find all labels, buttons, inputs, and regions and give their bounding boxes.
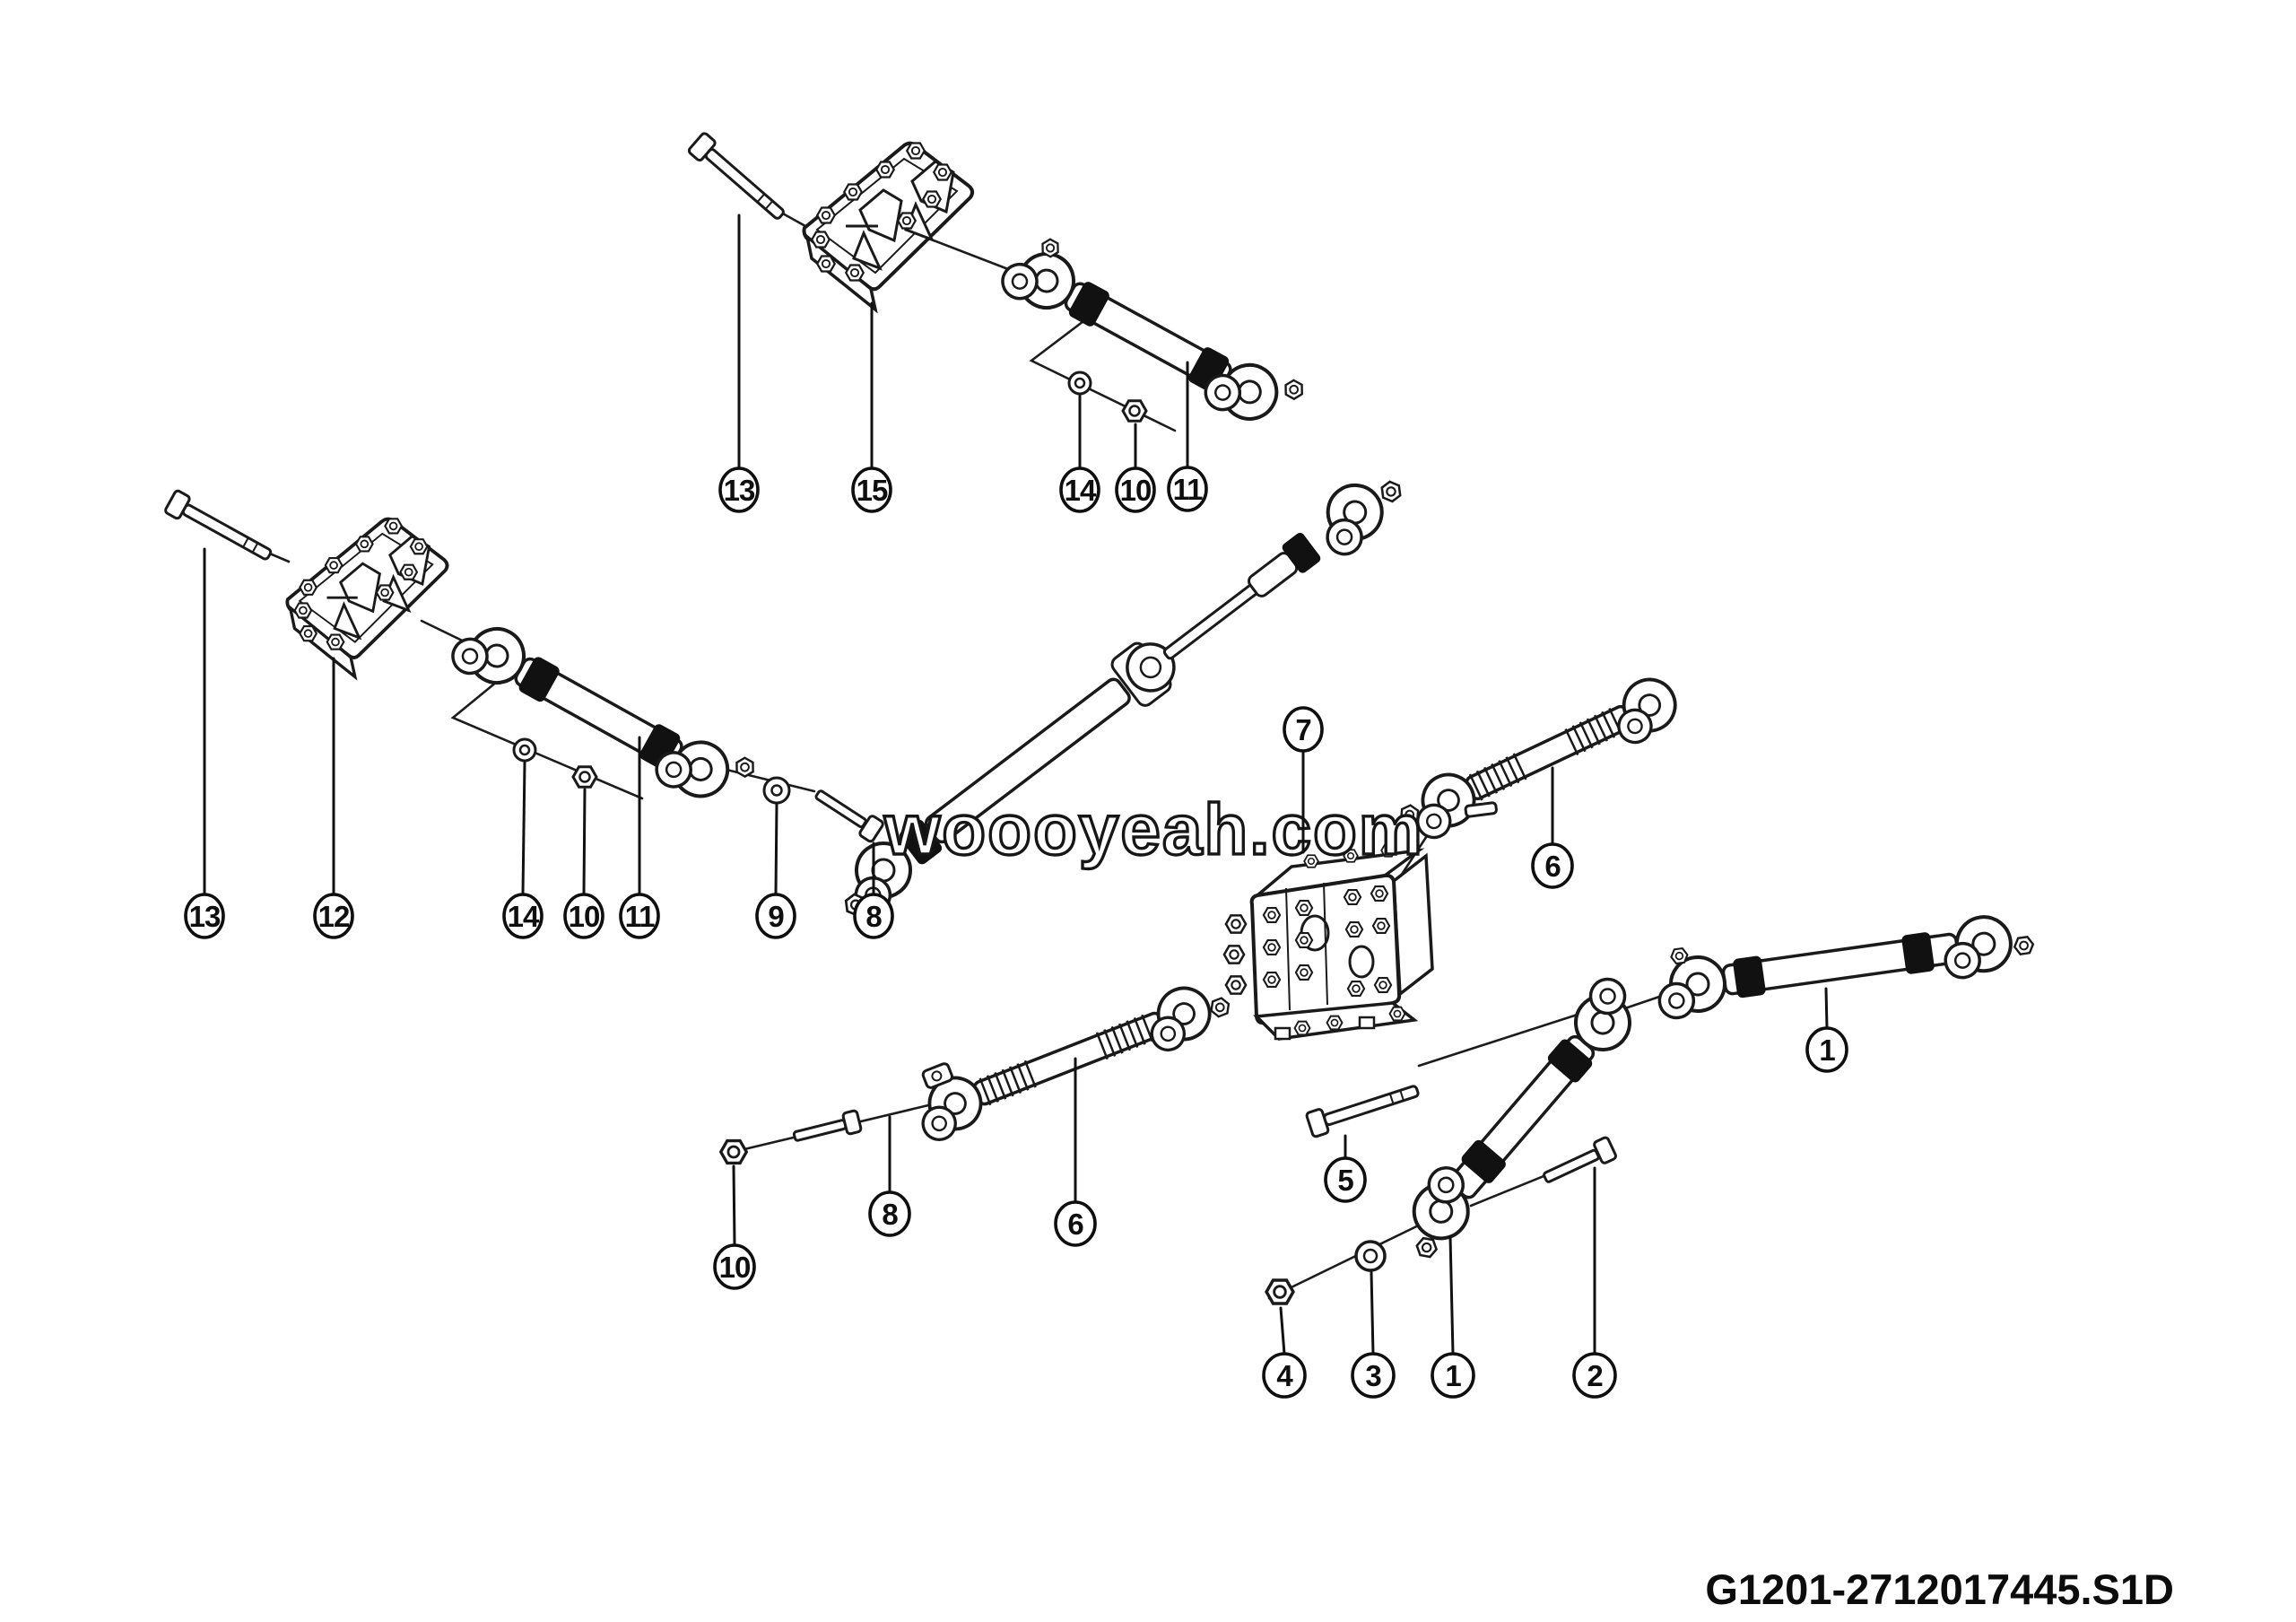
callout-11-left: 11 <box>619 893 660 939</box>
svg-text:8: 8 <box>882 1198 898 1231</box>
callout-10-top: 10 <box>1115 467 1156 513</box>
svg-text:4: 4 <box>1276 1359 1293 1392</box>
svg-text:14: 14 <box>1065 474 1097 507</box>
torque-rod-11-left <box>445 610 759 811</box>
svg-text:11: 11 <box>625 900 656 933</box>
nut-10-top <box>1121 399 1148 423</box>
svg-text:6: 6 <box>1067 1208 1083 1241</box>
callout-7: 7 <box>1283 706 1324 753</box>
callout-8-lower: 8 <box>868 1190 911 1237</box>
callout-13-top: 13 <box>718 467 760 513</box>
mounting-bracket-12 <box>287 519 447 676</box>
callout-8-left: 8 <box>853 893 894 939</box>
bolt-8-lower <box>792 1109 863 1142</box>
mounting-bracket-15 <box>804 144 973 310</box>
svg-text:10: 10 <box>569 900 600 933</box>
svg-text:13: 13 <box>189 900 221 933</box>
nut-10-lower <box>719 1138 748 1165</box>
callout-6-lower: 6 <box>1054 1200 1097 1247</box>
bushing-3 <box>1354 1240 1387 1272</box>
bolt-5 <box>1304 1077 1423 1139</box>
callout-3: 3 <box>1351 1352 1396 1399</box>
svg-text:13: 13 <box>724 474 755 507</box>
svg-text:14: 14 <box>508 900 540 933</box>
bolt-8-left <box>814 789 884 843</box>
assembly-axis-lines <box>247 206 1674 1300</box>
callout-10-left: 10 <box>563 893 604 939</box>
washer-14-left <box>512 737 537 763</box>
torque-rod-1-lower <box>1398 970 1652 1262</box>
callout-14-left: 14 <box>502 893 544 939</box>
svg-text:11: 11 <box>1173 473 1204 506</box>
callout-10-lower: 10 <box>713 1243 756 1290</box>
callout-14-top: 14 <box>1059 467 1100 513</box>
torque-rod-1-upper <box>1652 911 2036 1022</box>
svg-text:5: 5 <box>1337 1164 1353 1197</box>
callout-15: 15 <box>851 467 892 513</box>
centre-mounting-block-7 <box>1222 843 1434 1041</box>
callout-1-lower: 1 <box>1431 1352 1475 1399</box>
long-bolt-13-left <box>162 488 277 568</box>
callout-leader-lines <box>203 214 1829 1356</box>
svg-text:10: 10 <box>1120 474 1152 507</box>
stay-rod-6-lower <box>908 979 1233 1147</box>
washer-14-top <box>1067 371 1092 396</box>
long-centre-stay-rod <box>833 472 1405 921</box>
svg-text:15: 15 <box>857 474 888 507</box>
svg-text:6: 6 <box>1544 850 1561 883</box>
callout-13-left: 13 <box>184 893 225 939</box>
svg-text:8: 8 <box>865 900 882 933</box>
callout-5: 5 <box>1324 1156 1367 1203</box>
stay-rod-6-upper <box>1396 669 1687 845</box>
long-bolt-13-top <box>686 130 791 227</box>
washer-9 <box>762 776 791 805</box>
callout-12: 12 <box>313 893 354 939</box>
callout-1-upper: 1 <box>1805 1026 1848 1073</box>
callout-balloons: 13 15 14 10 11 13 12 14 10 11 9 8 7 6 6 <box>184 466 1848 1399</box>
svg-text:1: 1 <box>1819 1033 1835 1067</box>
torque-rod-11-top <box>996 228 1308 441</box>
svg-text:9: 9 <box>768 900 784 933</box>
svg-text:7: 7 <box>1295 713 1310 746</box>
callout-6-upper: 6 <box>1531 842 1574 889</box>
callout-9: 9 <box>755 893 796 939</box>
bolt-2 <box>1543 1136 1617 1183</box>
svg-text:3: 3 <box>1365 1359 1381 1392</box>
nut-10-left <box>571 765 598 789</box>
watermark-text: woooyeah.com <box>883 789 1424 869</box>
svg-text:12: 12 <box>318 900 350 933</box>
nut-4 <box>1265 1278 1295 1305</box>
svg-text:2: 2 <box>1587 1359 1603 1392</box>
callout-2: 2 <box>1572 1352 1617 1399</box>
callout-4: 4 <box>1262 1352 1307 1399</box>
svg-text:10: 10 <box>719 1251 751 1284</box>
callout-11-top: 11 <box>1167 466 1208 512</box>
svg-text:1: 1 <box>1445 1359 1461 1392</box>
drawing-part-code: G1201-2712017445.S1D <box>1705 1565 2174 1613</box>
